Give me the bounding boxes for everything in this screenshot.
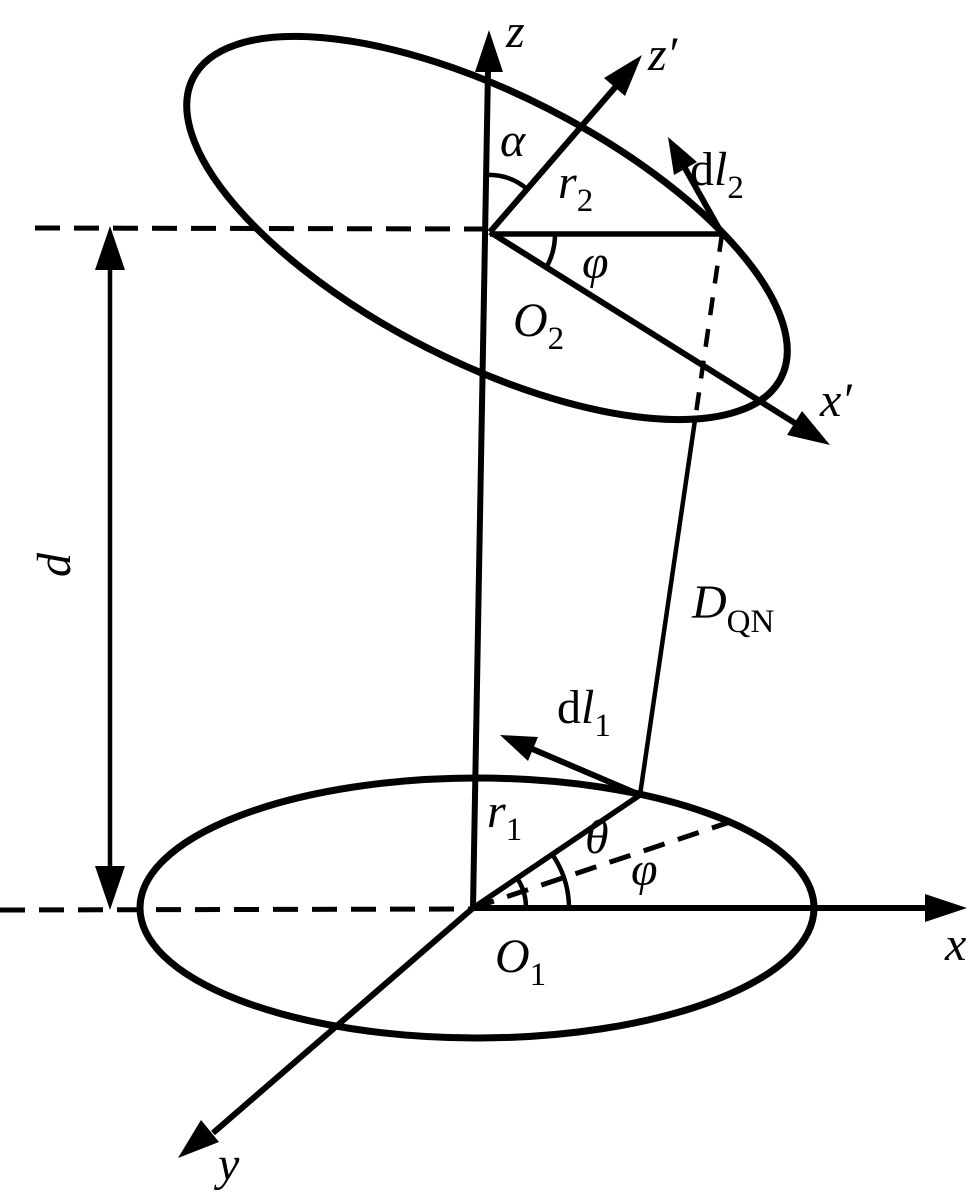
- dl2-label: dl2: [690, 143, 744, 206]
- dqn-distance-label: DQN: [691, 576, 775, 640]
- dl1-vector-arrowhead: [500, 735, 538, 761]
- d-distance-label: d: [28, 552, 81, 577]
- x-prime-axis-arrowhead: [787, 411, 830, 445]
- phi-lower-angle-arc: [550, 852, 572, 909]
- d-dimension-up-arrowhead: [95, 226, 125, 270]
- z-prime-axis-label: z′: [647, 28, 679, 81]
- z-axis-label: z: [505, 5, 525, 58]
- x-axis-arrowhead: [925, 894, 967, 922]
- z-axis-line: [470, 69, 491, 909]
- alpha-angle-label: α: [500, 114, 526, 167]
- dl2-vector-arrowhead: [668, 137, 697, 175]
- x-prime-axis-line: [488, 229, 800, 428]
- o2-center-label: O2: [513, 294, 564, 357]
- upper-plane-dashed-line: [34, 225, 485, 232]
- x-prime-axis-label: x′: [819, 374, 853, 427]
- y-axis-label: y: [213, 1138, 240, 1191]
- azimuth-dashed-line: [472, 819, 731, 911]
- phi-lower-angle-label: φ: [631, 843, 658, 896]
- r2-label: r2: [558, 156, 593, 219]
- z-axis-arrowhead: [475, 30, 503, 72]
- y-axis-arrowhead: [178, 1120, 219, 1158]
- phi-upper-angle-label: φ: [582, 236, 609, 289]
- r1-label: r1: [487, 785, 522, 848]
- theta-angle-arc: [515, 876, 529, 909]
- d-dimension-down-arrowhead: [95, 866, 125, 910]
- x-axis-label: x: [944, 918, 966, 971]
- phi-upper-angle-arc: [544, 233, 558, 270]
- z-prime-axis-line: [487, 82, 621, 234]
- dl2-vector-line: [678, 159, 725, 236]
- z-prime-axis-arrowhead: [604, 55, 642, 96]
- y-axis-line: [211, 905, 475, 1136]
- alpha-angle-arc: [486, 172, 529, 191]
- dqn-line-dashed-segment: [692, 233, 725, 421]
- upper-tilted-coil: [183, 32, 791, 424]
- dl1-label: dl1: [557, 681, 611, 744]
- lower-plane-dashed-line: [0, 906, 471, 913]
- r1-radius-line: [471, 792, 642, 911]
- theta-angle-label: θ: [585, 811, 609, 864]
- dqn-line-solid-segment: [637, 419, 698, 796]
- dl1-vector-line: [528, 745, 642, 798]
- o1-center-label: O1: [495, 930, 546, 993]
